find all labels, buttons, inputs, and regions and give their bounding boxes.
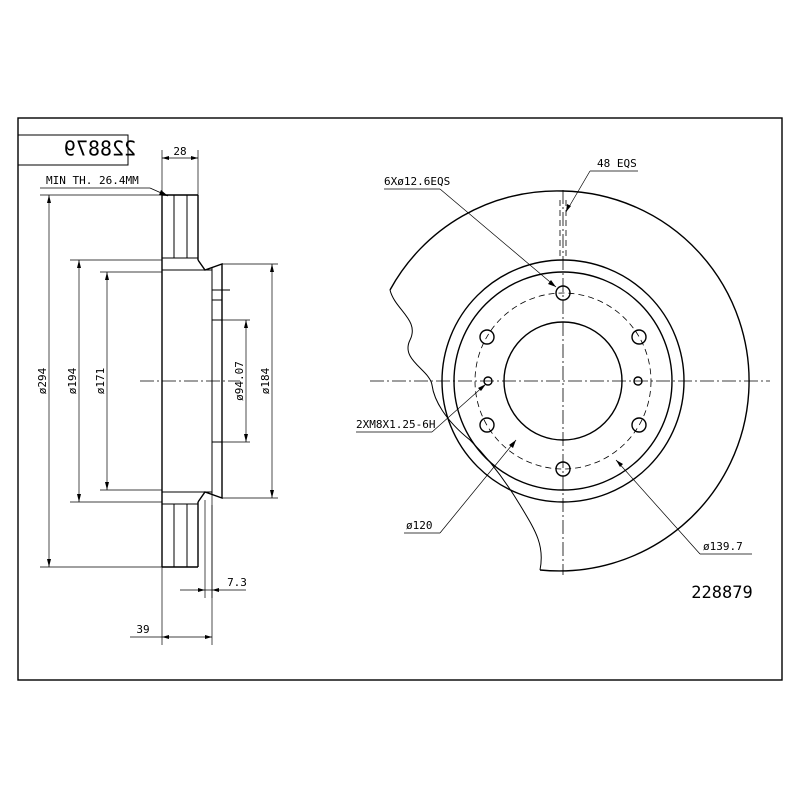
dim-thickness-label: 28 [173, 145, 186, 158]
dim-94-label: ø94.07 [233, 361, 246, 401]
pcd-label: ø139.7 [703, 540, 743, 553]
bolt-holes-label: 6Xø12.6EQS [384, 175, 450, 188]
dim-171-label: ø171 [94, 368, 107, 395]
dim-184-label: ø184 [259, 367, 272, 394]
thread-holes-label: 2XM8X1.25-6H [356, 418, 435, 431]
section-dimensions: 28 MIN TH. 26.4MM ø294 ø194 ø171 ø9 [36, 145, 278, 645]
dim-7-3-label: 7.3 [227, 576, 247, 589]
part-number: 228879 [691, 583, 752, 603]
front-annotations: 6Xø12.6EQS 48 EQS 2XM8X1.25-6H ø120 ø139… [356, 157, 752, 555]
min-thickness-label: MIN TH. 26.4MM [46, 174, 139, 187]
vent-count-label: 48 EQS [597, 157, 637, 170]
title-box-mirrored-text: 228879 [64, 137, 136, 161]
section-view [140, 194, 240, 568]
dim-194-label: ø194 [66, 367, 79, 394]
drawing-border [17, 117, 783, 681]
d120-label: ø120 [406, 519, 433, 532]
title-box [17, 134, 129, 166]
front-view [370, 190, 770, 575]
dim-294-label: ø294 [36, 367, 49, 394]
dim-39-label: 39 [136, 623, 149, 636]
